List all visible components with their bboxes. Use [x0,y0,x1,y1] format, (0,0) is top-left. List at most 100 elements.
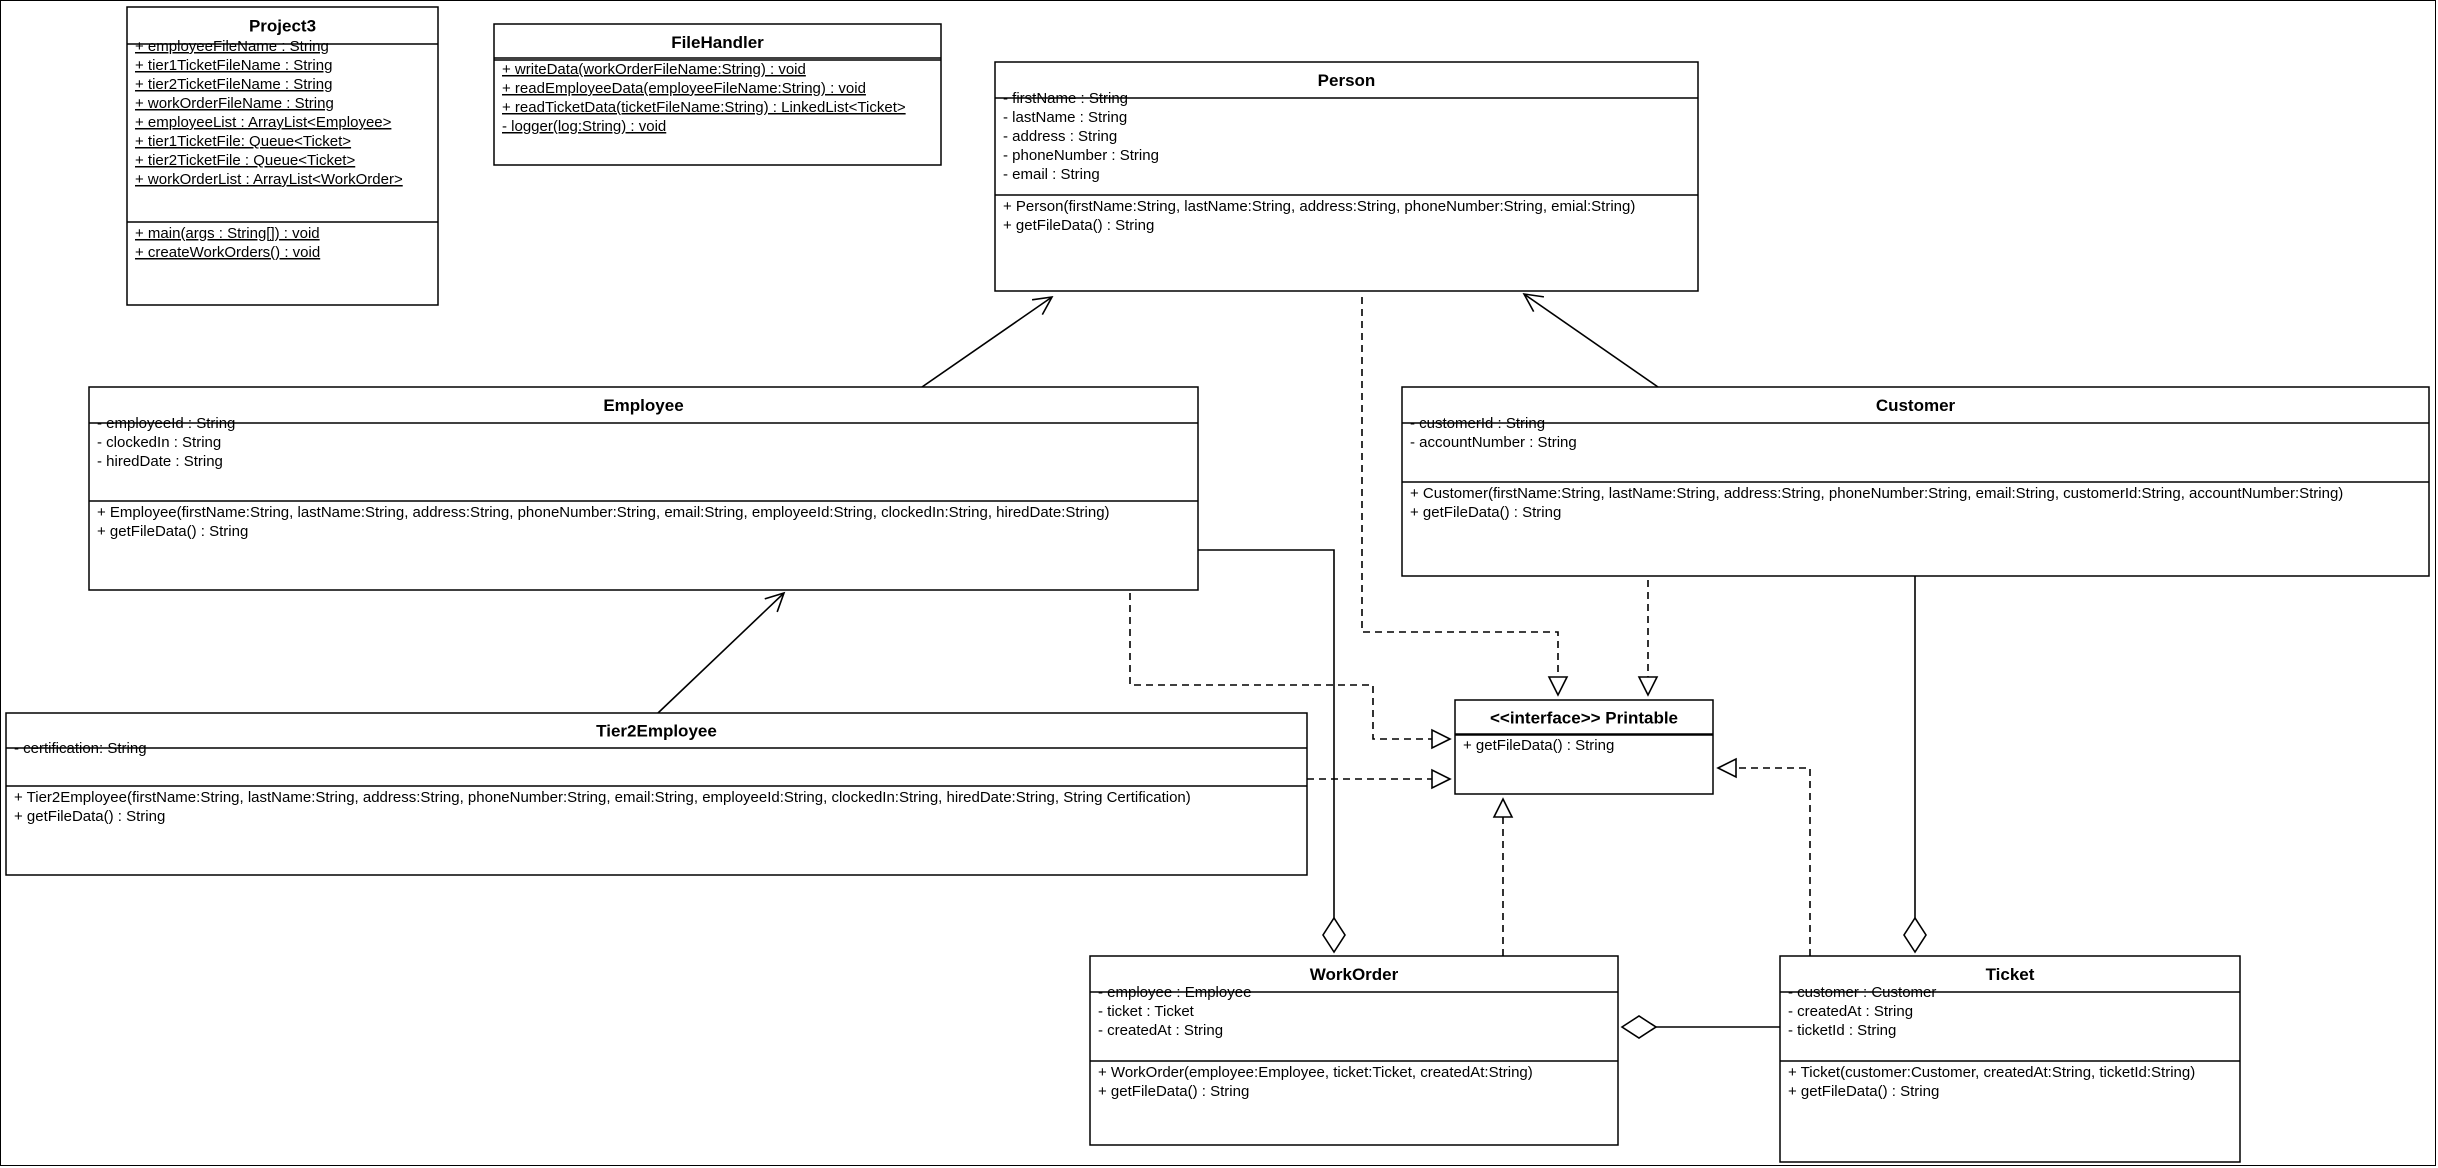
relationship-customer-inherits-person [1522,292,1659,388]
relationship-customer-realizes-printable [1637,580,1659,697]
relationship-tier2employee-realizes-printable [1307,768,1452,790]
class-project3[interactable]: Project3 + employeeFileName : String + tie… [126,6,439,306]
attribute: - firstName : String [1003,90,1128,107]
attribute: + tier1TicketFileName : String [135,57,332,74]
open-arrowhead [1031,295,1054,316]
method: + Customer(firstName:String, lastName:St… [1410,485,2343,502]
class-box [1454,699,1714,795]
method: + readEmployeeData(employeeFileName:Stri… [502,80,866,97]
method: + getFileData() : String [1463,737,1614,754]
triangle-arrowhead [1492,797,1514,818]
attribute: - address : String [1003,128,1117,145]
attribute: + tier1TicketFile: Queue<Ticket> [135,133,351,150]
classes-layer: Project3 + employeeFileName : String + tie… [5,6,2430,1163]
method: + Person(firstName:String, lastName:Stri… [1003,198,1635,215]
class-ticket[interactable]: Ticket - customer : Customer - createdAt :… [1779,955,2241,1163]
realization-line [1361,297,1559,677]
class-person[interactable]: Person- firstName : String- lastName : S… [994,61,1699,292]
relationship-employee-inherits-person [921,295,1054,388]
attribute: - ticketId : String [1788,1022,1896,1039]
attribute: - clockedIn : String [97,434,221,451]
triangle-arrowhead [1431,768,1452,790]
attribute: - email : String [1003,166,1100,183]
class-workorder[interactable]: WorkOrder - employee : Employee - ticket :… [1089,955,1619,1146]
triangle-arrowhead [1716,757,1737,779]
relationship-workorder-realizes-printable [1492,797,1514,956]
attribute: - customer : Customer [1788,984,1936,1001]
class-box [88,386,1199,591]
realization-line [1129,593,1432,740]
open-arrowhead [1522,292,1545,313]
relationship-customer-aggregated-in-ticket [1903,576,1927,954]
triangle-arrowhead [1637,676,1659,697]
generalization-line [657,592,785,714]
class-name: Employee [603,396,683,415]
class-box [1779,955,2241,1163]
triangle-arrowhead [1547,676,1569,697]
class-box [493,23,942,166]
attribute: + employeeList : ArrayList<Employee> [135,114,392,131]
relationship-ticket-aggregated-in-workorder [1620,1015,1780,1039]
relationships-layer [657,292,1927,1039]
class-name: Tier2Employee [596,722,717,741]
attribute: - createdAt : String [1788,1003,1913,1020]
generalization-line [1523,293,1659,388]
class-name: WorkOrder [1310,965,1399,984]
attribute: + workOrderFileName : String [135,95,334,112]
method: + readTicketData(ticketFileName:String) … [502,99,906,116]
method: - logger(log:String) : void [502,118,666,135]
class-tier2employee[interactable]: Tier2Employee - certification: String + Ti… [5,712,1308,876]
attribute: - phoneNumber : String [1003,147,1159,164]
attribute: - certification: String [14,740,147,757]
attribute: - hiredDate : String [97,453,223,470]
class-printable[interactable]: <<interface>> Printable + getFileData() :… [1454,699,1714,795]
relationship-person-realizes-printable [1361,297,1569,697]
class-box [5,712,1308,876]
aggregation-diamond [1322,916,1346,954]
aggregation-diamond [1620,1015,1658,1039]
method: + getFileData() : String [1003,217,1154,234]
aggregation-diamond [1903,916,1927,954]
attribute: - employee : Employee [1098,984,1251,1001]
class-employee[interactable]: Employee - employeeId : String - clockedIn… [88,386,1199,591]
attribute: - createdAt : String [1098,1022,1223,1039]
method: + writeData(workOrderFileName:String) : … [502,61,806,78]
class-name: Ticket [1986,965,2035,984]
attribute: - employeeId : String [97,415,235,432]
class-name: Customer [1876,396,1956,415]
class-name: FileHandler [671,33,764,52]
attribute: - ticket : Ticket [1098,1003,1195,1020]
relationship-employee-realizes-printable [1129,593,1452,750]
method: + Tier2Employee(firstName:String, lastNa… [14,789,1191,806]
method: + getFileData() : String [14,808,165,825]
method: + Employee(firstName:String, lastName:St… [97,504,1110,521]
method: + getFileData() : String [1410,504,1561,521]
attribute: + workOrderList : ArrayList<WorkOrder> [135,171,403,188]
class-filehandler[interactable]: FileHandler + writeData(workOrderFileName… [493,23,942,166]
attribute: - customerId : String [1410,415,1545,432]
class-box [994,61,1699,292]
generalization-line [921,296,1053,388]
triangle-arrowhead [1431,728,1452,750]
attribute: + tier2TicketFile : Queue<Ticket> [135,152,355,169]
relationship-ticket-realizes-printable [1716,757,1811,956]
attribute: - lastName : String [1003,109,1127,126]
class-box [126,6,439,306]
class-customer[interactable]: Customer - customerId : String - accountNu… [1401,386,2430,577]
method: + getFileData() : String [97,523,248,540]
aggregation-line [1198,549,1335,918]
open-arrowhead [764,591,786,613]
method: + getFileData() : String [1788,1083,1939,1100]
method: + WorkOrder(employee:Employee, ticket:Ti… [1098,1064,1533,1081]
attribute: + employeeFileName : String [135,38,329,55]
class-name: <<interface>> Printable [1490,709,1678,728]
attribute: - accountNumber : String [1410,434,1577,451]
realization-line [1736,767,1811,956]
class-name: Project3 [249,17,316,36]
relationship-employee-aggregated-in-workorder [1198,549,1346,954]
method: + Ticket(customer:Customer, createdAt:St… [1788,1064,2195,1081]
method: + getFileData() : String [1098,1083,1249,1100]
class-box [1089,955,1619,1146]
